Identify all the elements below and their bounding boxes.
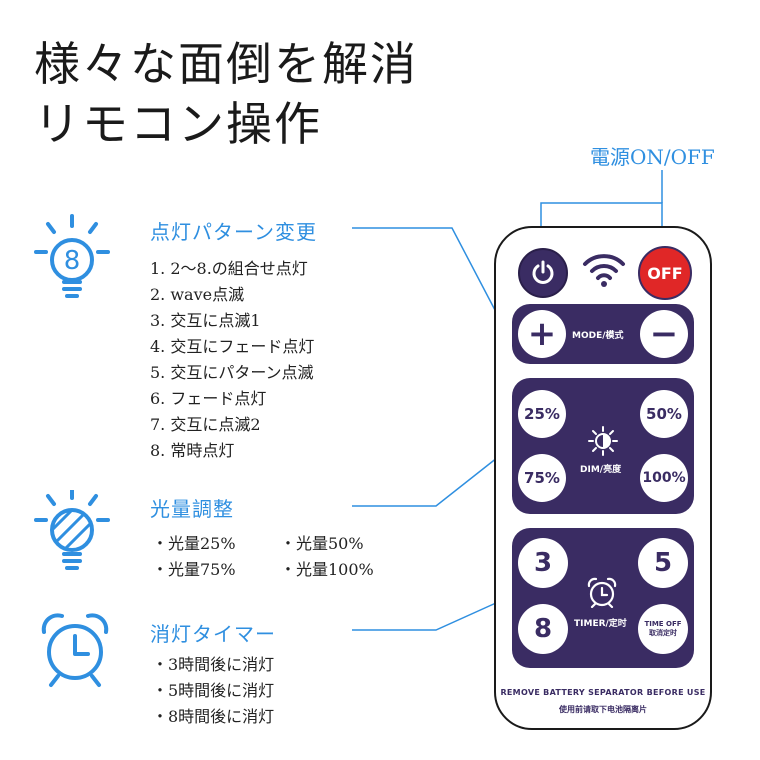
plus-button[interactable]: + bbox=[518, 310, 566, 358]
time-off-label: TIME OFF bbox=[644, 620, 682, 628]
alarm-clock-icon bbox=[38, 610, 112, 694]
page-title: 様々な面倒を解消 リモコン操作 bbox=[34, 34, 418, 154]
title-line-2: リモコン操作 bbox=[34, 97, 322, 151]
list-item: ・光量25% bbox=[152, 534, 236, 553]
list-item: ・5時間後に消灯 bbox=[152, 681, 275, 700]
battery-notice-en: REMOVE BATTERY SEPARATOR BEFORE USE bbox=[500, 688, 706, 697]
dim-label: DIM/亮度 bbox=[580, 465, 622, 475]
time-off-button[interactable]: TIME OFF 取消定时 bbox=[638, 604, 688, 654]
off-button[interactable]: OFF bbox=[638, 246, 692, 300]
list-item: 6. フェード点灯 bbox=[150, 389, 267, 408]
pattern-list: 1. 2〜8.の組合せ点灯 2. wave点滅 3. 交互に点滅1 4. 交互に… bbox=[150, 256, 314, 464]
bulb-8-icon: 8 bbox=[30, 212, 114, 306]
brightness-50-button[interactable]: 50% bbox=[640, 390, 688, 438]
list-item: 3. 交互に点滅1 bbox=[150, 311, 261, 330]
time-off-sublabel: 取消定时 bbox=[649, 629, 677, 637]
alarm-clock-small-icon bbox=[586, 576, 618, 612]
timer-label: TIMER/定时 bbox=[574, 619, 627, 629]
timer-8-button[interactable]: 8 bbox=[518, 604, 568, 654]
list-item: 8. 常時点灯 bbox=[150, 441, 235, 460]
brightness-25-button[interactable]: 25% bbox=[518, 390, 566, 438]
remote-control: OFF + MODE/模式 − 25% 50% bbox=[494, 226, 712, 730]
pattern-connector-line bbox=[352, 227, 508, 334]
mode-label: MODE/模式 bbox=[572, 331, 624, 341]
wifi-icon bbox=[581, 252, 627, 292]
timer-list: ・3時間後に消灯 ・5時間後に消灯 ・8時間後に消灯 bbox=[152, 652, 274, 730]
power-label: 電源ON/OFF bbox=[590, 145, 715, 169]
timer-connector-line bbox=[352, 597, 508, 631]
battery-notice-zh: 使用前请取下电池隔离片 bbox=[559, 705, 647, 714]
list-item: 4. 交互にフェード点灯 bbox=[150, 337, 315, 356]
timer-3-button[interactable]: 3 bbox=[518, 538, 568, 588]
timer-panel: 3 5 TIMER/定时 8 TIME OFF 取消定时 bbox=[512, 528, 694, 668]
list-item: ・8時間後に消灯 bbox=[152, 707, 275, 726]
brightness-list: ・光量25% ・光量50% ・光量75% ・光量100% bbox=[152, 531, 402, 583]
power-bracket-line bbox=[540, 202, 663, 232]
bulb-dimmed-icon bbox=[30, 488, 114, 584]
list-item: 5. 交互にパターン点滅 bbox=[150, 363, 314, 382]
power-icon bbox=[532, 260, 554, 284]
dim-panel: 25% 50% DIM/亮度 75% 100% bbox=[512, 378, 694, 514]
pattern-title: 点灯パターン変更 bbox=[150, 220, 317, 244]
list-item: ・3時間後に消灯 bbox=[152, 655, 275, 674]
list-item: 7. 交互に点滅2 bbox=[150, 415, 261, 434]
list-item: ・光量50% bbox=[280, 534, 364, 553]
brightness-connector-line bbox=[352, 449, 508, 507]
list-item: 2. wave点滅 bbox=[150, 285, 245, 304]
list-item: ・光量75% bbox=[152, 560, 236, 579]
timer-5-button[interactable]: 5 bbox=[638, 538, 688, 588]
sun-half-icon bbox=[588, 426, 618, 460]
list-item: ・光量100% bbox=[280, 560, 374, 579]
brightness-100-button[interactable]: 100% bbox=[640, 454, 688, 502]
list-item: 1. 2〜8.の組合せ点灯 bbox=[150, 259, 308, 278]
brightness-75-button[interactable]: 75% bbox=[518, 454, 566, 502]
svg-text:8: 8 bbox=[64, 246, 81, 276]
brightness-title: 光量調整 bbox=[150, 497, 234, 521]
power-button[interactable] bbox=[518, 248, 568, 298]
mode-panel: + MODE/模式 − bbox=[512, 304, 694, 364]
minus-button[interactable]: − bbox=[640, 310, 688, 358]
title-line-1: 様々な面倒を解消 bbox=[34, 37, 418, 91]
timer-title: 消灯タイマー bbox=[150, 622, 276, 646]
